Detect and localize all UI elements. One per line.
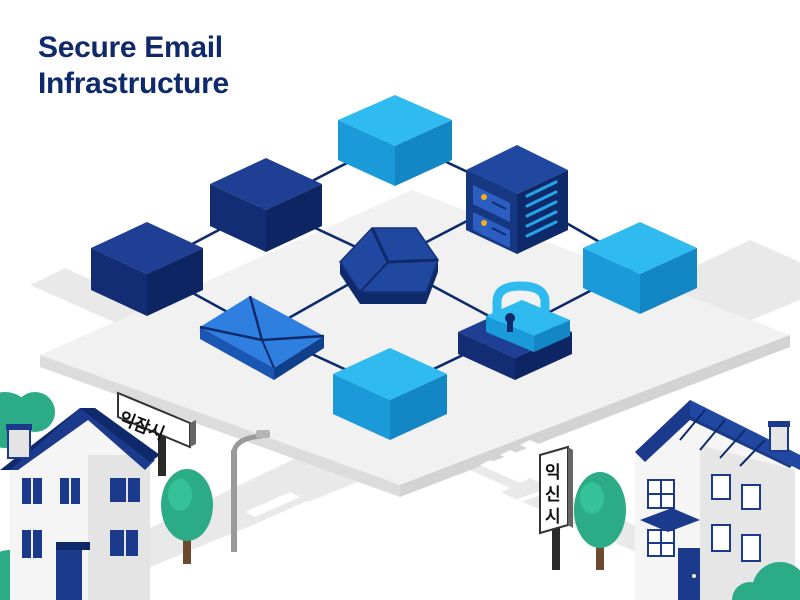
street-lamp bbox=[231, 430, 270, 552]
page-title-line-1: Secure Email bbox=[38, 31, 223, 64]
street-sign-right-text: 익 신 시 bbox=[545, 463, 561, 527]
padlock-icon bbox=[458, 281, 572, 380]
house-left bbox=[0, 408, 160, 600]
page-title: Secure Email Infrastructure bbox=[38, 30, 229, 102]
street-sign-right-char-2: 신 bbox=[545, 485, 561, 505]
crosswalk-bottom bbox=[440, 540, 540, 587]
page-title-line-2: Infrastructure bbox=[38, 67, 229, 100]
tree-right bbox=[574, 472, 626, 570]
node-cube-right bbox=[583, 222, 697, 314]
node-cube-top bbox=[338, 95, 452, 186]
plaza-shadow-edge-right bbox=[400, 335, 790, 497]
crosswalk-left bbox=[245, 492, 368, 553]
email-envelope-icon bbox=[199, 295, 325, 380]
tree-left bbox=[161, 469, 213, 564]
house-right bbox=[635, 400, 800, 600]
central-hub-icon bbox=[339, 227, 439, 304]
server-rack-icon bbox=[466, 145, 568, 254]
node-cube-upper-left bbox=[210, 158, 322, 252]
street-sign-right bbox=[539, 445, 573, 570]
street-sign-right-char-3: 시 bbox=[545, 507, 561, 527]
street-sign-left bbox=[117, 391, 196, 476]
street-sign-right-char-1: 익 bbox=[545, 463, 561, 483]
node-cube-bottom bbox=[333, 348, 447, 440]
node-cube-left bbox=[91, 222, 203, 316]
plaza-shadow-edge bbox=[40, 355, 400, 497]
bushes-right bbox=[732, 562, 800, 600]
